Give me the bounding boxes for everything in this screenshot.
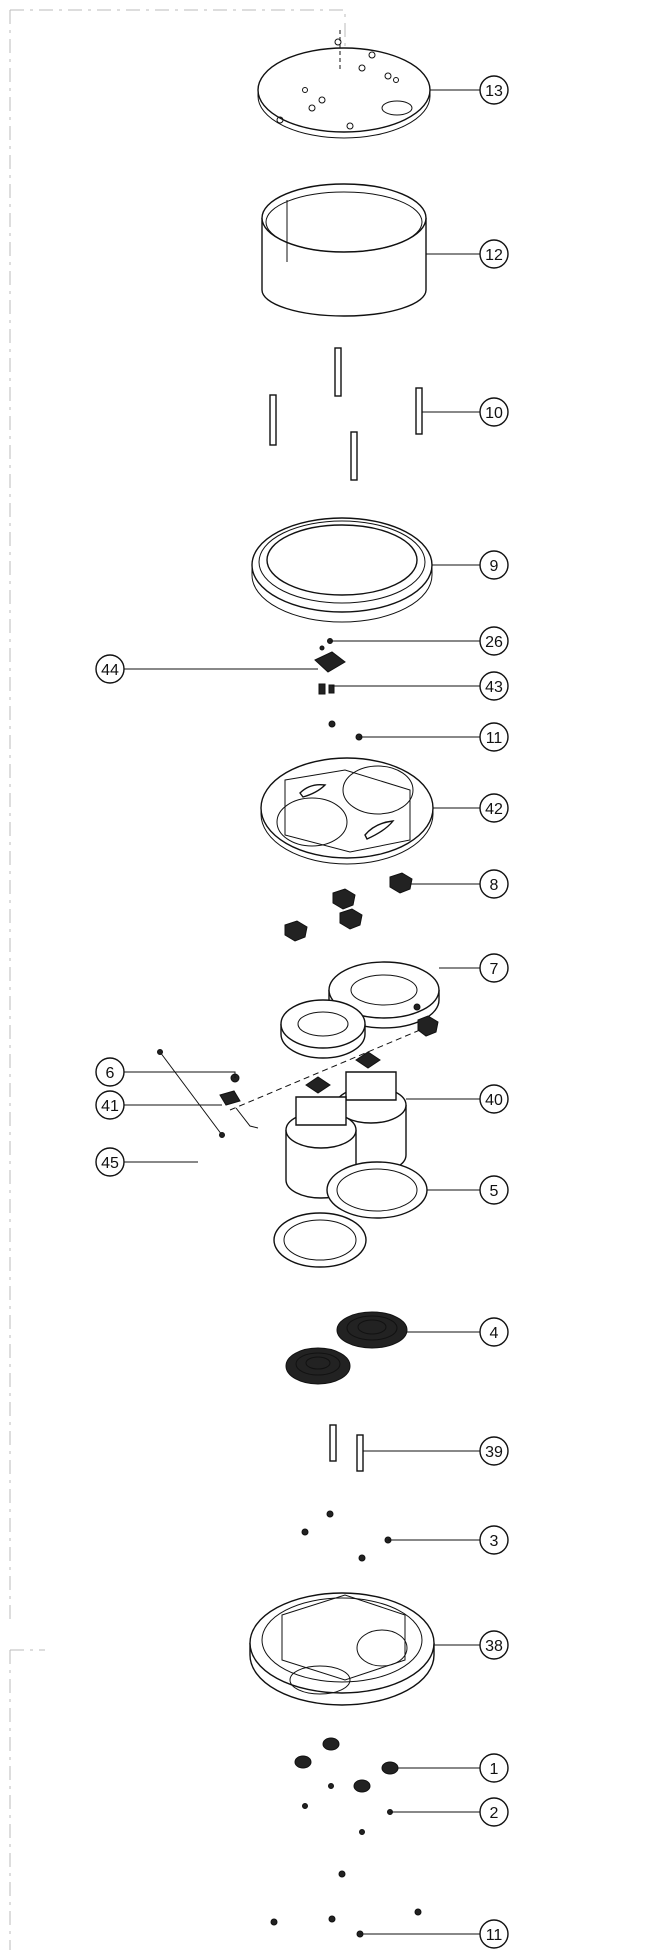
callout-10: 10 [422, 397, 509, 427]
callout-44-label: 44 [101, 662, 119, 679]
callout-1: 1 [398, 1753, 509, 1783]
callout-13-label: 13 [485, 83, 503, 100]
callout-40-label: 40 [485, 1092, 503, 1109]
callout-45-label: 45 [101, 1155, 119, 1172]
part-mounting-plate [260, 757, 434, 865]
callout-3-label: 3 [490, 1533, 499, 1550]
part-top-plate [257, 30, 431, 139]
callout-6: 6 [95, 1057, 236, 1087]
callout-42: 42 [433, 793, 509, 823]
frame-lines [9, 9, 346, 1950]
callout-11-upper-label: 11 [486, 730, 503, 747]
callout-6-label: 6 [106, 1065, 115, 1082]
part-connector-block [314, 638, 363, 741]
callout-9: 9 [432, 550, 509, 580]
callout-4-label: 4 [490, 1325, 499, 1342]
callout-38-label: 38 [485, 1638, 503, 1655]
callout-41-label: 41 [101, 1098, 119, 1115]
part-filters [285, 1311, 408, 1385]
callout-2-label: 2 [490, 1805, 499, 1822]
callout-5: 5 [427, 1175, 509, 1205]
part-screws-lower [270, 1870, 422, 1938]
part-clips [284, 872, 413, 942]
part-cable [157, 1049, 225, 1138]
callout-26: 26 [330, 626, 509, 656]
callout-26-label: 26 [485, 634, 503, 651]
part-cylinder-housing [261, 183, 427, 317]
callout-11-lower: 11 [360, 1919, 509, 1949]
part-base [249, 1592, 435, 1706]
callout-43: 43 [332, 671, 509, 701]
callout-41: 41 [95, 1090, 222, 1120]
callout-4: 4 [407, 1317, 509, 1347]
callout-10-label: 10 [485, 405, 503, 422]
part-pins [329, 1424, 364, 1472]
part-motor-rings [280, 961, 440, 1059]
callout-42-label: 42 [485, 801, 503, 818]
callout-12-label: 12 [485, 247, 503, 264]
callout-13: 13 [430, 75, 509, 105]
callout-12: 12 [426, 239, 509, 269]
callouts: 13 12 10 9 26 44 43 [95, 75, 509, 1949]
part-gasket-ring [251, 517, 433, 623]
callout-45: 45 [95, 1147, 198, 1177]
callout-39-label: 39 [485, 1444, 503, 1461]
part-gaskets [273, 1161, 428, 1268]
part-screws-upper [301, 1510, 392, 1562]
callout-44: 44 [95, 654, 318, 684]
callout-8-label: 8 [490, 877, 499, 894]
callout-8: 8 [410, 869, 509, 899]
callout-38: 38 [434, 1630, 509, 1660]
callout-43-label: 43 [485, 679, 503, 696]
callout-7-label: 7 [490, 961, 499, 978]
part-feet [294, 1737, 399, 1835]
callout-5-label: 5 [490, 1183, 499, 1200]
part-rods [269, 347, 423, 481]
callout-1-label: 1 [490, 1761, 499, 1778]
callout-3: 3 [388, 1525, 509, 1555]
callout-11-lower-label: 11 [486, 1927, 503, 1944]
callout-39: 39 [363, 1436, 509, 1466]
callout-7: 7 [439, 953, 509, 983]
callout-11-upper: 11 [359, 722, 509, 752]
callout-9-label: 9 [490, 558, 499, 575]
callout-40: 40 [406, 1084, 509, 1114]
callout-2: 2 [390, 1797, 509, 1827]
